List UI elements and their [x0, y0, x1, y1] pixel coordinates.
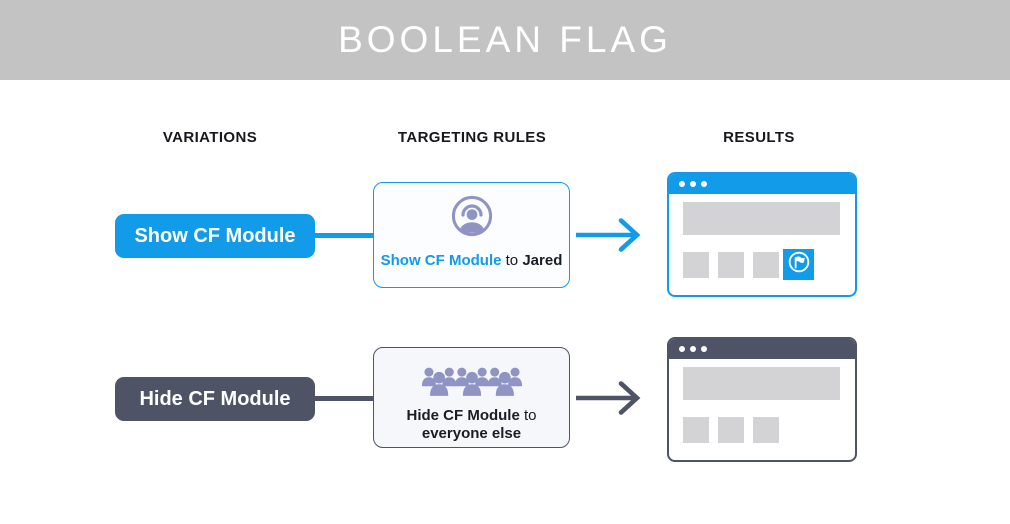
window-dot-icon	[690, 346, 696, 352]
window-dot-icon	[701, 346, 707, 352]
result-window-shown	[667, 172, 857, 297]
variation-hide-cf-module: Hide CF Module	[115, 377, 315, 421]
targeting-rule-card-hide: Hide CF Module to everyone else	[373, 347, 570, 448]
content-placeholder-square	[683, 417, 709, 443]
rule-flag-name: Show CF Module	[380, 252, 502, 269]
targeting-rule-card-show: Show CF Module to Jared	[373, 182, 570, 288]
window-dot-icon	[679, 346, 685, 352]
rule-text-hide: Hide CF Module to everyone else	[406, 407, 536, 443]
rule-target-name: Jared	[522, 252, 563, 269]
rule-flag-name: Hide CF Module	[406, 407, 520, 424]
window-dot-icon	[701, 181, 707, 187]
column-header-results: RESULTS	[723, 129, 795, 146]
content-placeholder-square	[718, 417, 744, 443]
column-header-targeting-rules: TARGETING RULES	[397, 129, 547, 146]
connector-line-show	[312, 233, 375, 238]
content-placeholder-banner	[683, 367, 840, 400]
variation-label: Show CF Module	[134, 224, 296, 247]
window-dot-icon	[690, 181, 696, 187]
flag-circle-icon	[785, 248, 813, 281]
window-dot-icon	[679, 181, 685, 187]
rule-text-show: Show CF Module to Jared	[381, 252, 563, 270]
person-circle-icon	[449, 193, 495, 244]
content-placeholder-square	[683, 252, 709, 278]
connector-line-hide	[312, 396, 375, 401]
browser-title-bar	[669, 339, 855, 359]
browser-content	[669, 359, 855, 459]
rule-middle-text: to	[519, 407, 537, 424]
rule-target-name: everyone else	[421, 425, 522, 442]
variation-label: Hide CF Module	[139, 387, 291, 410]
arrow-right-icon	[576, 213, 652, 257]
content-placeholder-banner	[683, 202, 840, 235]
diagram-header: BOOLEAN FLAG	[0, 0, 1010, 80]
browser-content	[669, 194, 855, 294]
diagram-title: BOOLEAN FLAG	[338, 19, 672, 60]
cf-module-tile	[783, 249, 814, 280]
arrow-right-icon	[576, 376, 652, 420]
variation-show-cf-module: Show CF Module	[115, 214, 315, 258]
content-placeholder-square	[718, 252, 744, 278]
content-placeholder-square	[753, 252, 779, 278]
content-placeholder-square	[753, 417, 779, 443]
crowd-icon	[420, 361, 524, 402]
result-window-hidden	[667, 337, 857, 462]
column-header-variations: VARIATIONS	[162, 129, 258, 146]
rule-middle-text: to	[501, 252, 523, 269]
browser-title-bar	[669, 174, 855, 194]
